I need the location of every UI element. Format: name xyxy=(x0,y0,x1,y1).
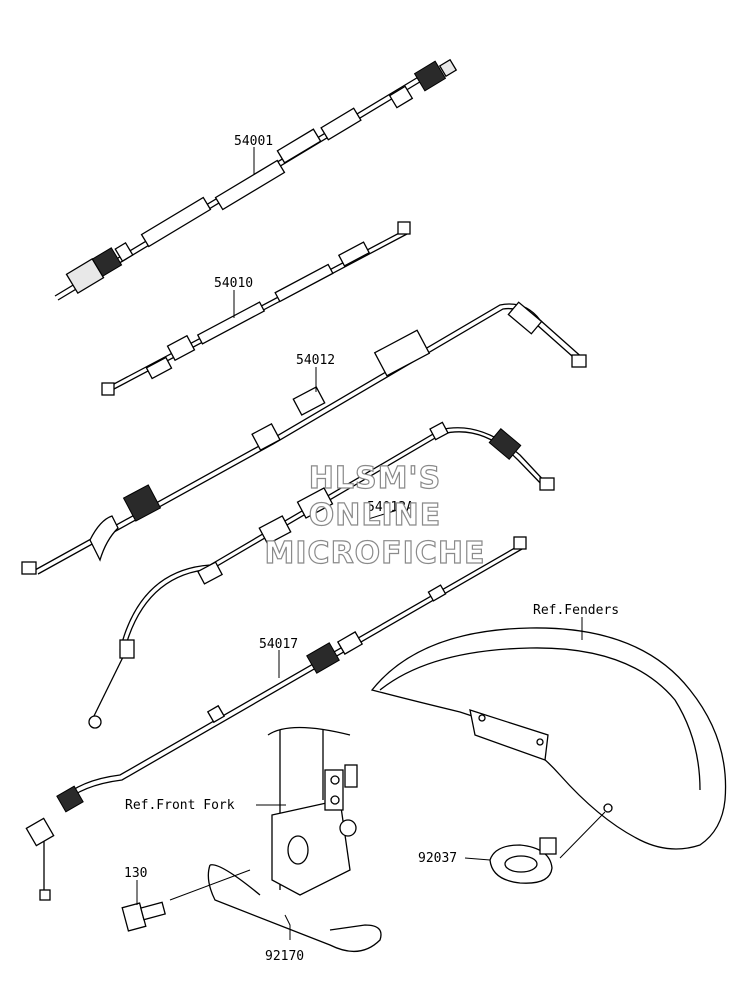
clamp-92170 xyxy=(207,864,382,952)
watermark-line-3: MICROFICHE xyxy=(265,536,486,571)
label-ref-front-fork: Ref.Front Fork xyxy=(125,798,235,813)
watermark-line-1: HLSM'S xyxy=(309,461,441,496)
bolt-130 xyxy=(121,901,166,932)
cable-54017 xyxy=(25,536,527,901)
cable-54012 xyxy=(21,301,587,575)
watermark-line-2: ONLINE xyxy=(309,498,442,533)
label-54010: 54010 xyxy=(214,276,253,291)
leader-lines xyxy=(136,147,606,940)
front-fender xyxy=(370,627,727,850)
label-54012a: 54012A xyxy=(367,500,414,515)
grommet-92037 xyxy=(489,837,557,884)
cable-54012a xyxy=(88,421,555,729)
label-92170: 92170 xyxy=(265,949,304,964)
front-fork xyxy=(267,726,358,896)
cable-54010 xyxy=(101,221,411,396)
label-54017: 54017 xyxy=(259,637,298,652)
label-54001: 54001 xyxy=(234,134,273,149)
label-ref-fenders: Ref.Fenders xyxy=(533,603,619,618)
cable-54001 xyxy=(54,58,458,301)
label-130: 130 xyxy=(124,866,147,881)
label-54012: 54012 xyxy=(296,353,335,368)
label-92037: 92037 xyxy=(418,851,457,866)
